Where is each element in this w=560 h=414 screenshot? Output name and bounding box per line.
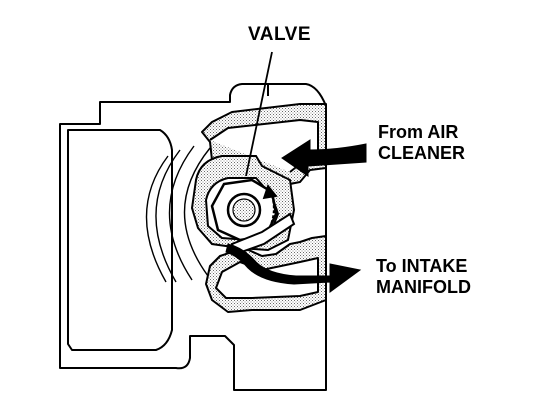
valve-label-text: VALVE	[248, 24, 312, 45]
valve-disc	[210, 178, 278, 242]
to-intake-manifold-label: To INTAKE MANIFOLD	[376, 256, 471, 298]
rotation-arrow	[262, 184, 278, 237]
to-intake-manifold-line-1: To INTAKE	[376, 256, 468, 276]
valve-pointer	[245, 51, 273, 177]
from-air-cleaner-line-2: CLEANER	[378, 143, 466, 163]
from-air-cleaner-label: From AIR CLEANER	[378, 122, 465, 164]
to-intake-manifold-line-2: MANIFOLD	[376, 277, 471, 297]
valve-label: VALVE	[248, 24, 311, 45]
housing-arcs	[145, 145, 211, 283]
from-air-cleaner-line-1: From AIR	[378, 122, 459, 142]
manifold-outflow-arrow	[225, 243, 362, 293]
air-inflow-arrow	[281, 139, 367, 177]
